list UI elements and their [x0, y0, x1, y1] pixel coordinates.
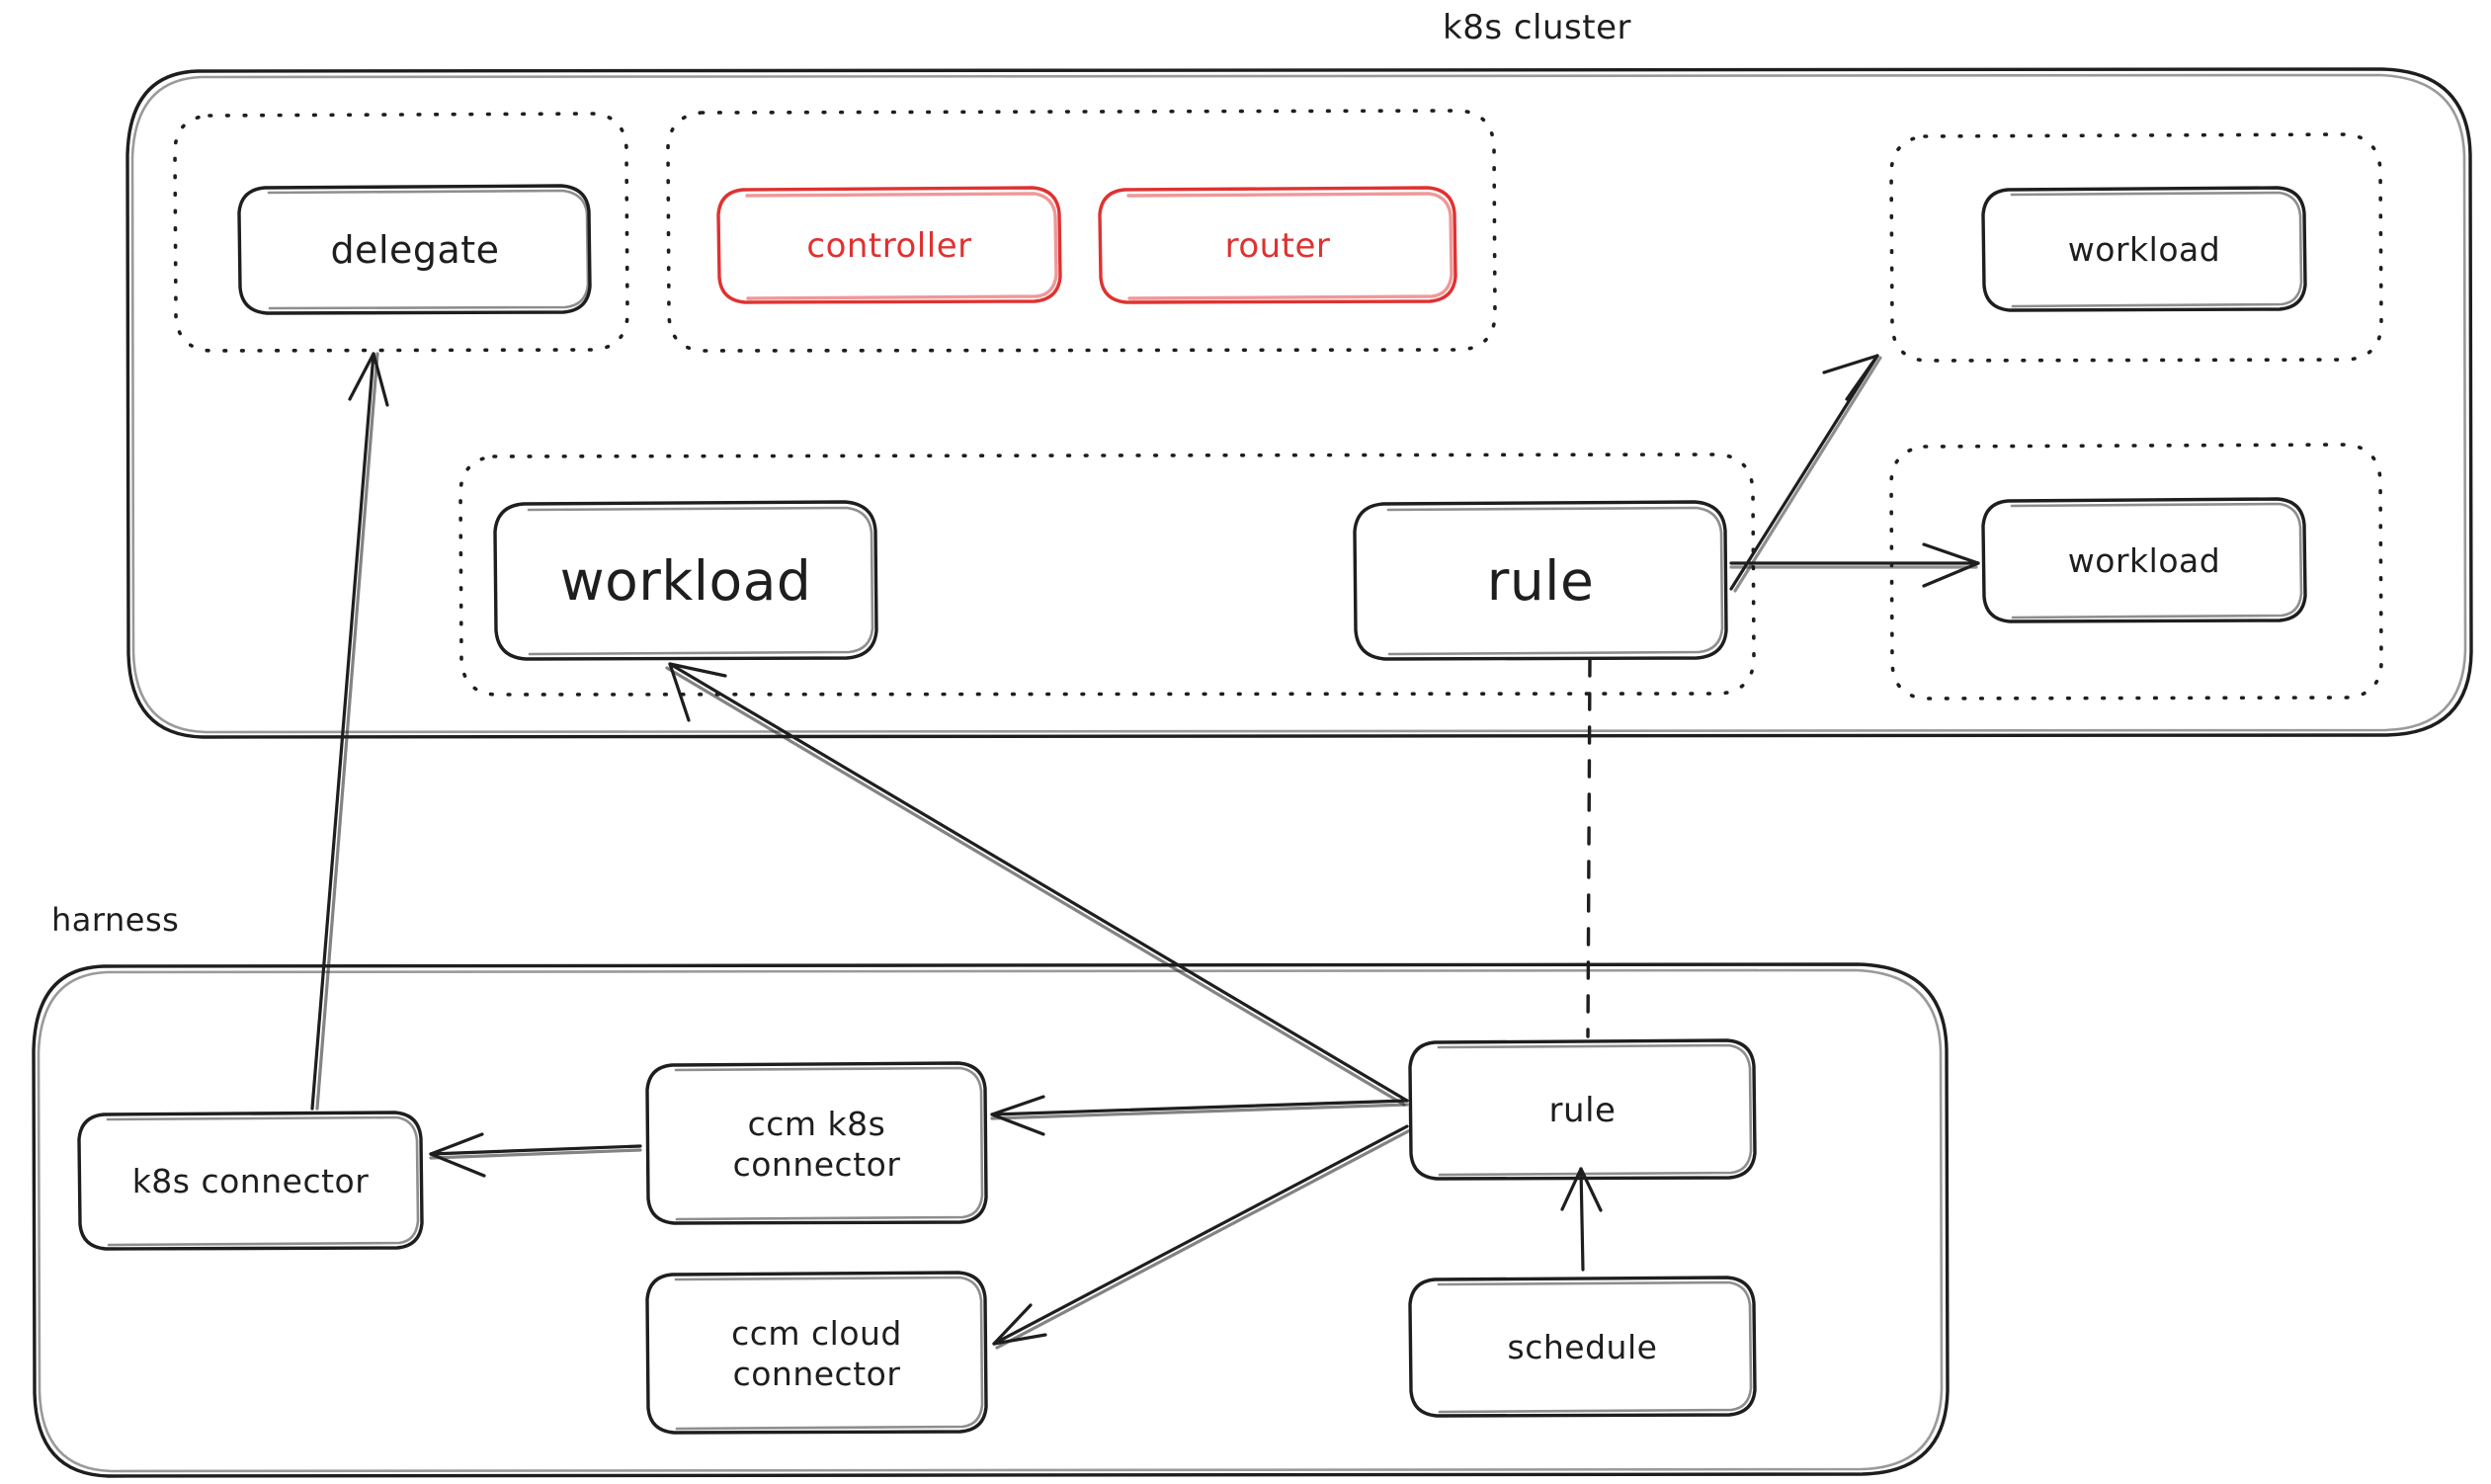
- group-workload-bottom-namespace-border: [1889, 443, 2383, 701]
- node-workload-bottom-right-shape: [1981, 497, 2307, 623]
- edge-rule-cluster-to-rule-harness-dashed: [1586, 658, 1592, 1038]
- group-delegate-namespace-border: [173, 112, 629, 353]
- node-delegate-shape: [237, 184, 592, 315]
- node-ccm-cloud-connector[interactable]: [647, 1273, 986, 1434]
- group-harness-border: [32, 962, 1950, 1478]
- edge-schedule-to-rule-harness: [1560, 1167, 1603, 1272]
- node-router-shape: [1098, 186, 1457, 304]
- node-rule-cluster[interactable]: [1355, 502, 1726, 660]
- node-rule-cluster-shape: [1353, 500, 1728, 661]
- node-workload-bottom-right[interactable]: [1983, 499, 2305, 622]
- edge-rule-harness-to-ccm-k8s: [990, 1095, 1409, 1136]
- edge-rule-cluster-to-workload-top: [1729, 354, 1882, 593]
- edge-ccm-k8s-to-k8s-connector: [429, 1132, 642, 1178]
- edge-rule-cluster-to-workload-bottom: [1729, 542, 1980, 588]
- node-rule-harness[interactable]: [1410, 1040, 1755, 1180]
- node-workload-main[interactable]: [495, 502, 876, 660]
- node-k8s-connector[interactable]: [79, 1113, 422, 1250]
- node-controller[interactable]: [718, 188, 1060, 303]
- node-controller-shape: [716, 186, 1062, 304]
- node-schedule[interactable]: [1410, 1278, 1755, 1417]
- node-delegate[interactable]: [239, 186, 591, 314]
- node-rule-harness-shape: [1408, 1038, 1757, 1181]
- node-k8s-connector-shape: [77, 1111, 424, 1251]
- node-ccm-k8s-connector[interactable]: [647, 1063, 986, 1224]
- node-workload-top-right[interactable]: [1983, 188, 2305, 311]
- group-k8s-cluster-border: [125, 67, 2473, 739]
- node-workload-top-right-shape: [1981, 186, 2307, 312]
- node-ccm-cloud-connector-shape: [645, 1271, 988, 1435]
- edge-rule-harness-to-workload-main: [665, 662, 1409, 1107]
- node-router[interactable]: [1100, 188, 1455, 303]
- node-ccm-k8s-connector-shape: [645, 1061, 988, 1225]
- edge-k8s-connector-to-delegate: [310, 352, 389, 1111]
- node-schedule-shape: [1408, 1276, 1757, 1418]
- node-workload-main-shape: [493, 500, 878, 661]
- edge-rule-harness-to-ccm-cloud: [992, 1124, 1412, 1350]
- group-label-k8s-cluster: k8s cluster: [1443, 8, 1631, 47]
- group-label-harness: harness: [51, 901, 180, 939]
